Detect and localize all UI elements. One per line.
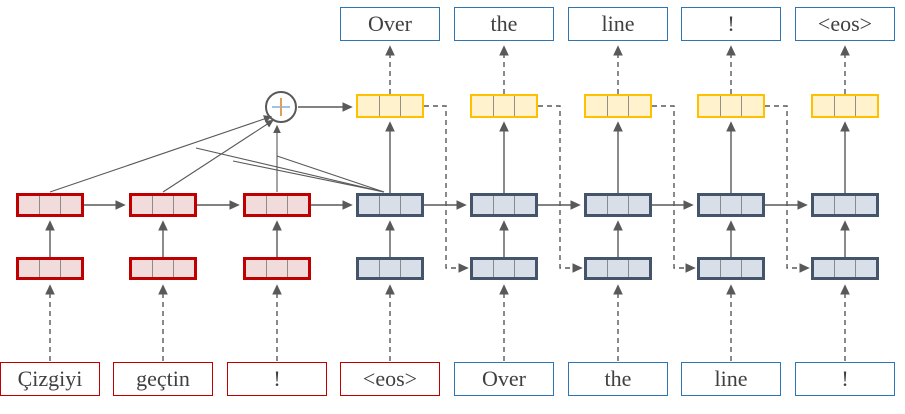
encoder-hidden-state-2 bbox=[129, 193, 197, 217]
encoder-embedding-1 bbox=[16, 257, 84, 280]
prediction-feedback-arrows bbox=[424, 105, 810, 273]
hidden-to-attention-arrows bbox=[385, 121, 850, 193]
predicted-token-5: <eos> bbox=[795, 7, 895, 41]
decoder-hidden-state-1 bbox=[356, 193, 424, 217]
attention-output-2 bbox=[470, 94, 538, 118]
decoder-hidden-state-5 bbox=[811, 193, 879, 217]
predicted-token-4: ! bbox=[681, 7, 781, 41]
token-to-embedding-arrows bbox=[45, 284, 850, 361]
attention-output-1 bbox=[356, 94, 424, 118]
decoder-embedding-4 bbox=[697, 257, 765, 280]
decoder-embedding-1 bbox=[356, 257, 424, 280]
decoder-embedding-3 bbox=[584, 257, 652, 280]
decoder-embedding-2 bbox=[470, 257, 538, 280]
target-input-token-4: ! bbox=[795, 362, 895, 396]
encoder-embedding-2 bbox=[129, 257, 197, 280]
target-input-token-1: Over bbox=[454, 362, 554, 396]
embedding-to-hidden-arrows bbox=[45, 220, 850, 257]
attention-sum-node: + bbox=[265, 91, 297, 123]
target-input-token-3: line bbox=[681, 362, 781, 396]
source-token-4: <eos> bbox=[340, 362, 440, 396]
predicted-token-1: Over bbox=[340, 7, 440, 41]
source-token-3: ! bbox=[227, 362, 327, 396]
encoder-embedding-3 bbox=[243, 257, 311, 280]
predicted-token-3: line bbox=[568, 7, 668, 41]
predicted-token-2: the bbox=[454, 7, 554, 41]
attention-output-5 bbox=[811, 94, 879, 118]
attention-score-lines bbox=[195, 147, 385, 193]
source-token-2: geçtin bbox=[113, 362, 213, 396]
encoder-hidden-state-1 bbox=[16, 193, 84, 217]
decoder-hidden-state-4 bbox=[697, 193, 765, 217]
plus-operator: + bbox=[275, 96, 286, 119]
target-input-token-2: the bbox=[568, 362, 668, 396]
source-token-1: Çizgiyi bbox=[0, 362, 100, 396]
decoder-embedding-5 bbox=[811, 257, 879, 280]
attention-output-3 bbox=[584, 94, 652, 118]
attention-output-4 bbox=[697, 94, 765, 118]
encoder-to-attention-sum-lines bbox=[49, 115, 281, 193]
encoder-hidden-state-3 bbox=[243, 193, 311, 217]
decoder-hidden-state-2 bbox=[470, 193, 538, 217]
decoder-hidden-state-3 bbox=[584, 193, 652, 217]
attention-to-prediction-arrows bbox=[385, 45, 850, 94]
